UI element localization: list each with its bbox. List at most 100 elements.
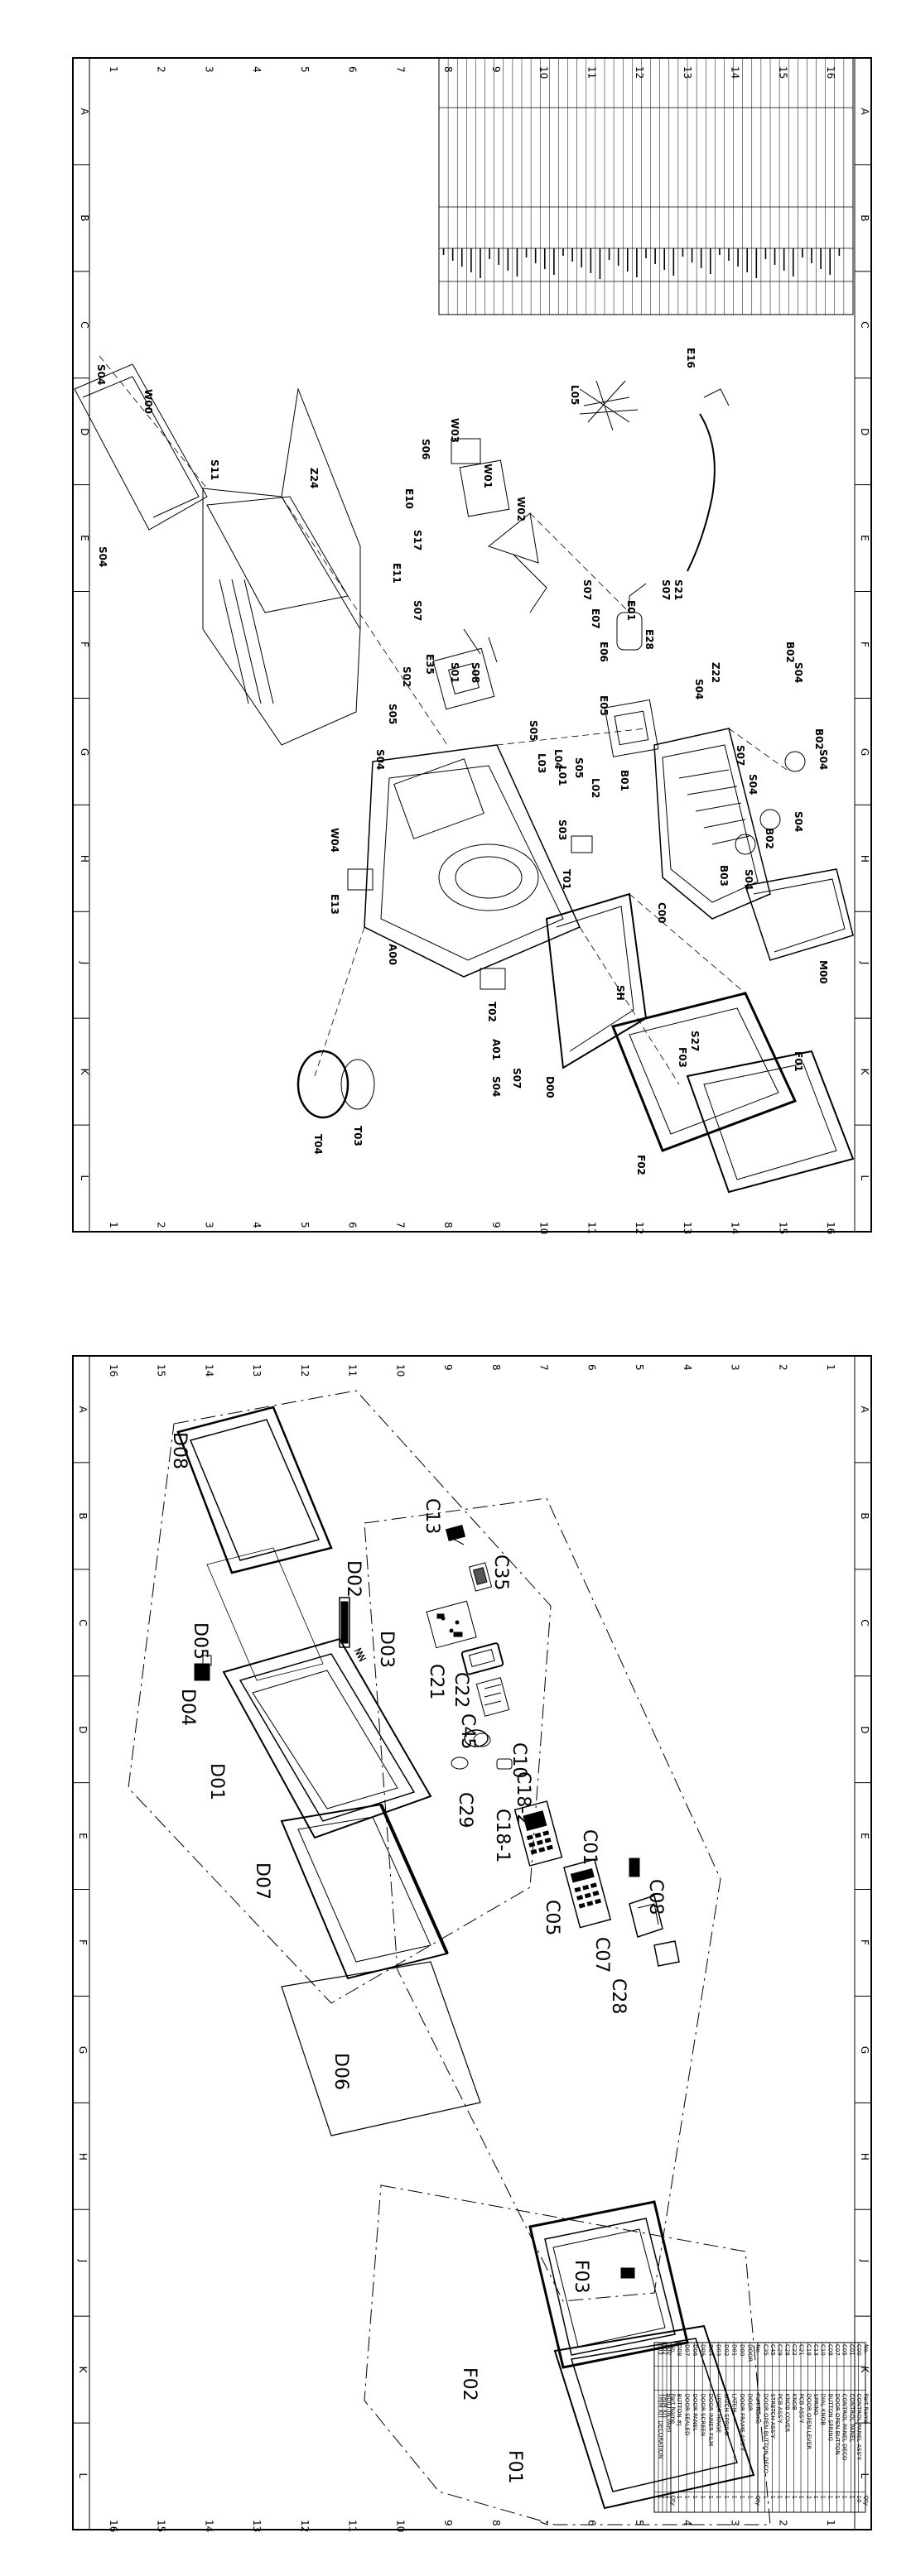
d-part-qty: 1 [692,2496,698,2499]
sheet1-col-label: 12 [634,1222,645,1234]
callout-C10: C10 [509,1742,529,1778]
d-part-qty: 1 [731,2496,738,2499]
spring-c13 [445,1525,466,1545]
callout-S07a: S07 [412,600,423,621]
callout-C18-2: C18-2 [513,1771,533,1825]
callout-C29: C29 [455,1792,475,1828]
control-panel-c01 [513,1800,563,1867]
c-part-header: Part Name [863,2394,870,2425]
d-part-no: D01 [731,2344,738,2356]
sheet2-row-label: G [859,2046,870,2054]
sheet2-col-label: 9 [442,1364,454,1371]
foot-b02-1 [759,809,781,830]
c-part-part-name: CONTROL PANEL DECO [841,2394,848,2461]
sheet1-row-label: H [79,855,90,863]
callout-C01: C01 [579,1829,600,1865]
callout-C08: C08 [645,1879,666,1915]
sheet1-col-label: 4 [251,66,263,73]
c-part-part-name: DOOR OPEN LEVER [805,2394,812,2450]
c-part-no: C35 [762,2344,769,2356]
sheet2-row-label: B [859,1512,870,1519]
foot-b02-2 [784,751,806,772]
c-part-no: C45 [769,2344,776,2356]
callout-D01: D01 [206,1763,227,1800]
sheet2-row-label: C [859,1619,870,1626]
callout-D08: D08 [169,1432,190,1469]
callout-E13: E13 [329,894,340,915]
sheet2-row-label: A [77,1406,89,1413]
callout-W03: W03 [449,418,460,443]
c-part-no: C21 [798,2344,805,2356]
c-part-part-name: PCB ASS'Y [798,2394,805,2425]
callout-S06: S06 [420,439,431,459]
callout-S05b: S05 [528,720,539,741]
sheet2-row-label: F [77,1939,89,1945]
c-part-qty: 1 [777,2496,783,2499]
door-frame-d08 [176,1406,333,1574]
sheet2-row-label: B [77,1512,89,1519]
sheet1-col-label: 3 [203,1222,214,1228]
d-part-qty: 1 [699,2496,706,2499]
d-part-no: D06 [692,2344,698,2357]
c-part-qty: 1 [848,2496,855,2499]
d-part-no: D07 [683,2344,690,2356]
callout-C13: C13 [422,1498,442,1534]
callout-S21: S21 [672,579,684,600]
callout-S17: S17 [412,530,423,550]
c-part-qty: 1 [769,2496,776,2499]
c-part-qty: 1 [812,2496,819,2499]
callout-S04d: S04 [693,679,705,699]
c-part-no: C18 [805,2344,812,2356]
base-plate [653,728,771,920]
sheet1-row-label: F [79,642,90,647]
sheet1-row-label: K [859,1069,870,1076]
fan-motor-w01 [451,438,547,613]
callout-T01: T01 [561,869,572,890]
d-part-part-name: DOOR [747,2394,754,2411]
sheet1-col-label: 2 [156,66,167,73]
sheet2-row-label: E [77,1833,89,1839]
f-part-header: Part Name [670,2394,677,2425]
callout-B01: B01 [619,770,630,791]
door-screen-d05 [206,1547,324,1681]
sheet1-col-label: 9 [490,66,502,73]
callout-L03a: L03 [536,753,547,773]
callout-S11: S11 [209,459,220,480]
callout-E35: E35 [424,654,436,675]
sheet1-row-label: L [859,1175,870,1181]
sheet2-col-label: 8 [490,1364,502,1371]
sheet2-col-label: 11 [347,1364,359,1377]
sheet1-col-label: 4 [251,1222,263,1228]
callout-C22: C22 [451,1672,471,1708]
c-part-part-name: KNOB COVER [783,2394,790,2433]
sheet1-row-label: C [859,321,870,328]
sheet1-row-label: D [859,428,870,435]
sheet2-row-label: H [77,2153,89,2160]
sheet1-border [72,57,872,1233]
callout-E10: E10 [403,488,415,509]
sheet2-col-label: 2 [777,2520,788,2526]
door-panel-d07 [280,1803,449,1980]
d-part-no: D03 [716,2344,722,2356]
c-part-qty: 1 [783,2496,790,2499]
c-part-header: No. [863,2344,870,2354]
sheet1-row-label: J [859,961,870,965]
sheet2-col-label: 16 [108,2520,119,2532]
callout-D02: D02 [343,1560,364,1598]
sheet1-col-label: 9 [490,1222,502,1228]
back-panel-w00 [74,363,208,531]
sheet2-col-label: 7 [538,1364,550,1371]
cavity-a00 [364,744,581,978]
sheet2-row-label: H [859,2153,870,2160]
sheet2-row-label: D [77,1726,89,1733]
sheet2-col-label: 1 [825,1364,836,1371]
sheet2-row-label: D [859,1726,870,1733]
sheet2-row-label: F [859,1939,870,1945]
sheet2-row-label: K [77,2367,89,2374]
trim-kit-group-outline [364,2184,771,2526]
lever-c18-2 [496,1758,513,1770]
sheet1-col-label: 13 [682,66,693,79]
sheet2-col-label: 12 [299,2520,311,2532]
callout-E01: E01 [625,600,637,621]
